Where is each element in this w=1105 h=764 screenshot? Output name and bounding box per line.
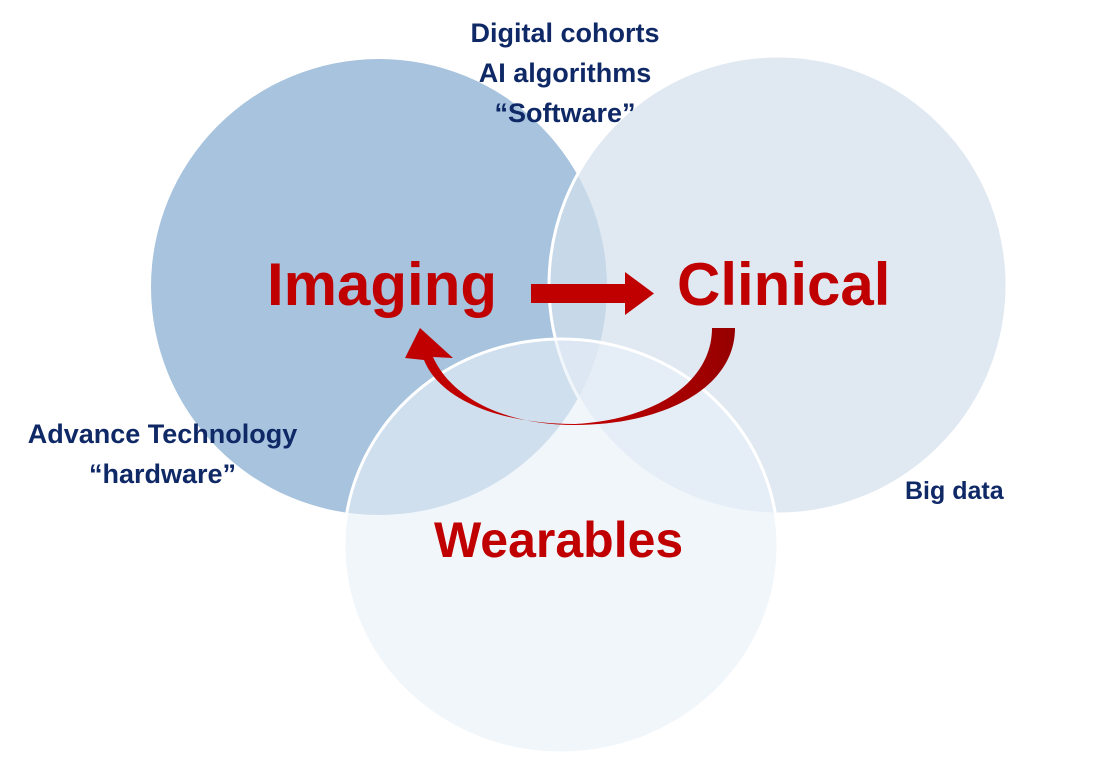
hardware-line: “hardware” [88, 459, 237, 489]
hardware-annotation: Advance Technology “hardware” [10, 414, 315, 494]
hardware-line: Advance Technology [27, 419, 298, 449]
clinical-label: Clinical [677, 251, 891, 318]
software-annotation: Digital cohorts AI algorithms “Software” [440, 13, 690, 133]
imaging-label: Imaging [267, 251, 498, 318]
right-arrow-icon [531, 272, 654, 315]
wearables-label: Wearables [434, 512, 684, 568]
software-line: AI algorithms [478, 58, 652, 88]
software-line: “Software” [494, 98, 636, 128]
software-line: Digital cohorts [470, 18, 660, 48]
wearables-circle [342, 337, 780, 755]
big-data-annotation: Big data [905, 477, 1004, 505]
